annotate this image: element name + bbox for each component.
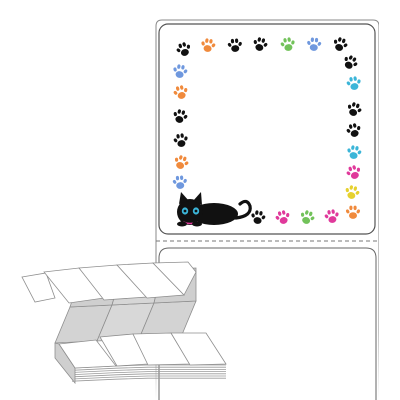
stacked-sheet-edge	[72, 373, 226, 378]
stacked-sheet-edge	[71, 377, 226, 382]
printed-label	[156, 23, 379, 400]
black-cat-icon	[177, 192, 252, 227]
stacked-sheet-edge	[74, 366, 226, 371]
fanfold-label-stack-icon	[21, 261, 227, 385]
stacked-sheet-edge	[73, 371, 226, 375]
stacked-sheet-edge	[73, 368, 226, 373]
stacked-sheet-edge	[72, 375, 226, 380]
stack-side	[54, 342, 76, 385]
